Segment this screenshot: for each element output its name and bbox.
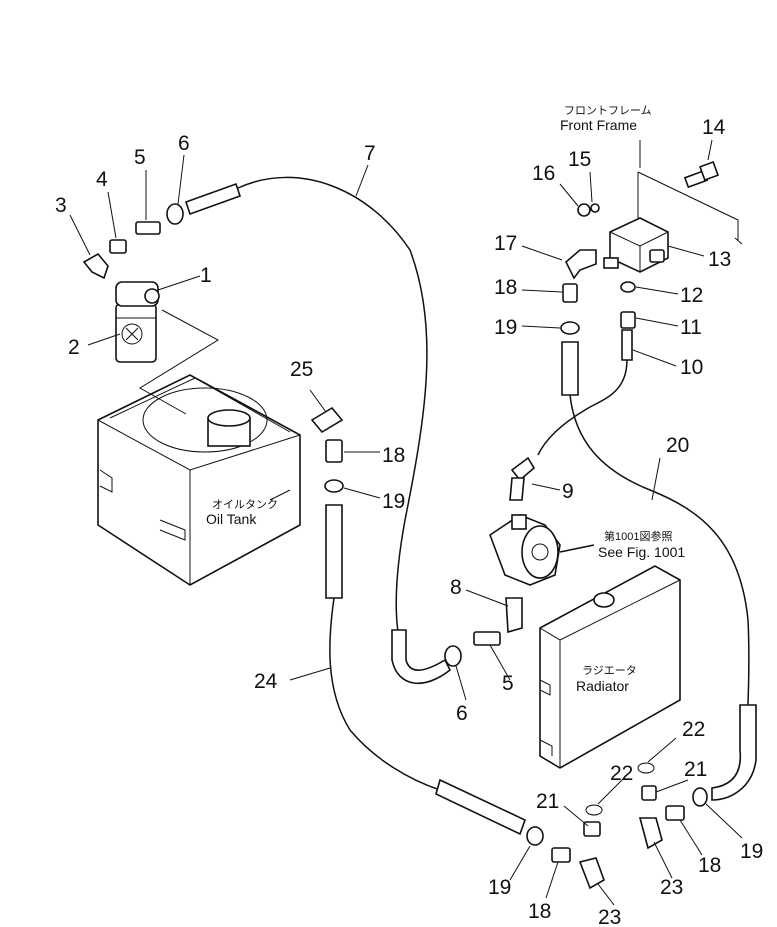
callout-5: 5 (134, 146, 146, 169)
callout-7: 7 (364, 142, 376, 165)
captions: フロントフレーム Front Frame オイルタンク Oil Tank 第10… (206, 104, 685, 694)
valve-block (565, 161, 743, 280)
callout-19-tank: 19 (382, 490, 405, 513)
callout-11: 11 (680, 316, 702, 339)
callout-10: 10 (680, 356, 703, 379)
callout-19: 19 (494, 316, 517, 339)
hose-20 (560, 283, 757, 801)
callout-8: 8 (450, 576, 462, 599)
oil-tank-label: Oil Tank (206, 511, 257, 527)
fittings-lower-center (444, 597, 523, 667)
fittings-top-left (82, 203, 184, 280)
front-frame-label: Front Frame (560, 117, 637, 133)
callout-6: 6 (178, 132, 190, 155)
callout-4: 4 (96, 168, 108, 191)
callout-19-right: 19 (740, 840, 763, 863)
callout-24: 24 (254, 670, 278, 693)
hose-9-10 (509, 281, 636, 501)
callout-18-right: 18 (698, 854, 721, 877)
callout-13: 13 (708, 248, 731, 271)
callout-9: 9 (562, 480, 574, 503)
leader-lines (69, 139, 743, 906)
callout-23: 23 (660, 876, 683, 899)
callout-15: 15 (568, 148, 591, 171)
callout-14: 14 (702, 116, 726, 139)
callout-1: 1 (200, 264, 212, 287)
front-frame-label-jp: フロントフレーム (564, 104, 652, 117)
callout-18-bottom: 18 (528, 900, 551, 923)
oil-tank-label-jp: オイルタンク (212, 498, 278, 511)
callout-numbers: 1 2 3 4 5 6 7 8 9 10 11 12 13 14 15 16 1… (55, 116, 763, 927)
callout-23-bottom: 23 (598, 906, 621, 927)
see-fig-label-jp: 第1001図参照 (604, 529, 672, 543)
callout-12: 12 (680, 284, 703, 307)
callout-3: 3 (55, 194, 67, 217)
callout-21: 21 (684, 758, 707, 781)
callout-19-bottom: 19 (488, 876, 511, 899)
callout-20: 20 (666, 434, 689, 457)
hose-24 (310, 406, 571, 863)
see-fig-label: See Fig. 1001 (598, 544, 685, 560)
filter-assembly (115, 281, 220, 415)
oil-tank (97, 374, 301, 586)
callout-5-lower: 5 (502, 672, 514, 695)
callout-18: 18 (494, 276, 517, 299)
callout-25: 25 (290, 358, 313, 381)
callout-22-lower: 22 (610, 762, 633, 785)
callout-21-lower: 21 (536, 790, 559, 813)
pump (489, 514, 595, 586)
callout-18-tank: 18 (382, 444, 405, 467)
callout-6-lower: 6 (456, 702, 468, 725)
callout-22: 22 (682, 718, 705, 741)
radiator-label-jp: ラジエータ (582, 664, 637, 677)
fittings-bottom-right (578, 762, 708, 890)
hose-7 (184, 176, 452, 684)
radiator-label: Radiator (576, 678, 629, 694)
callout-16: 16 (532, 162, 555, 185)
callout-2: 2 (68, 336, 80, 359)
radiator (539, 565, 681, 769)
callout-17: 17 (494, 232, 517, 255)
